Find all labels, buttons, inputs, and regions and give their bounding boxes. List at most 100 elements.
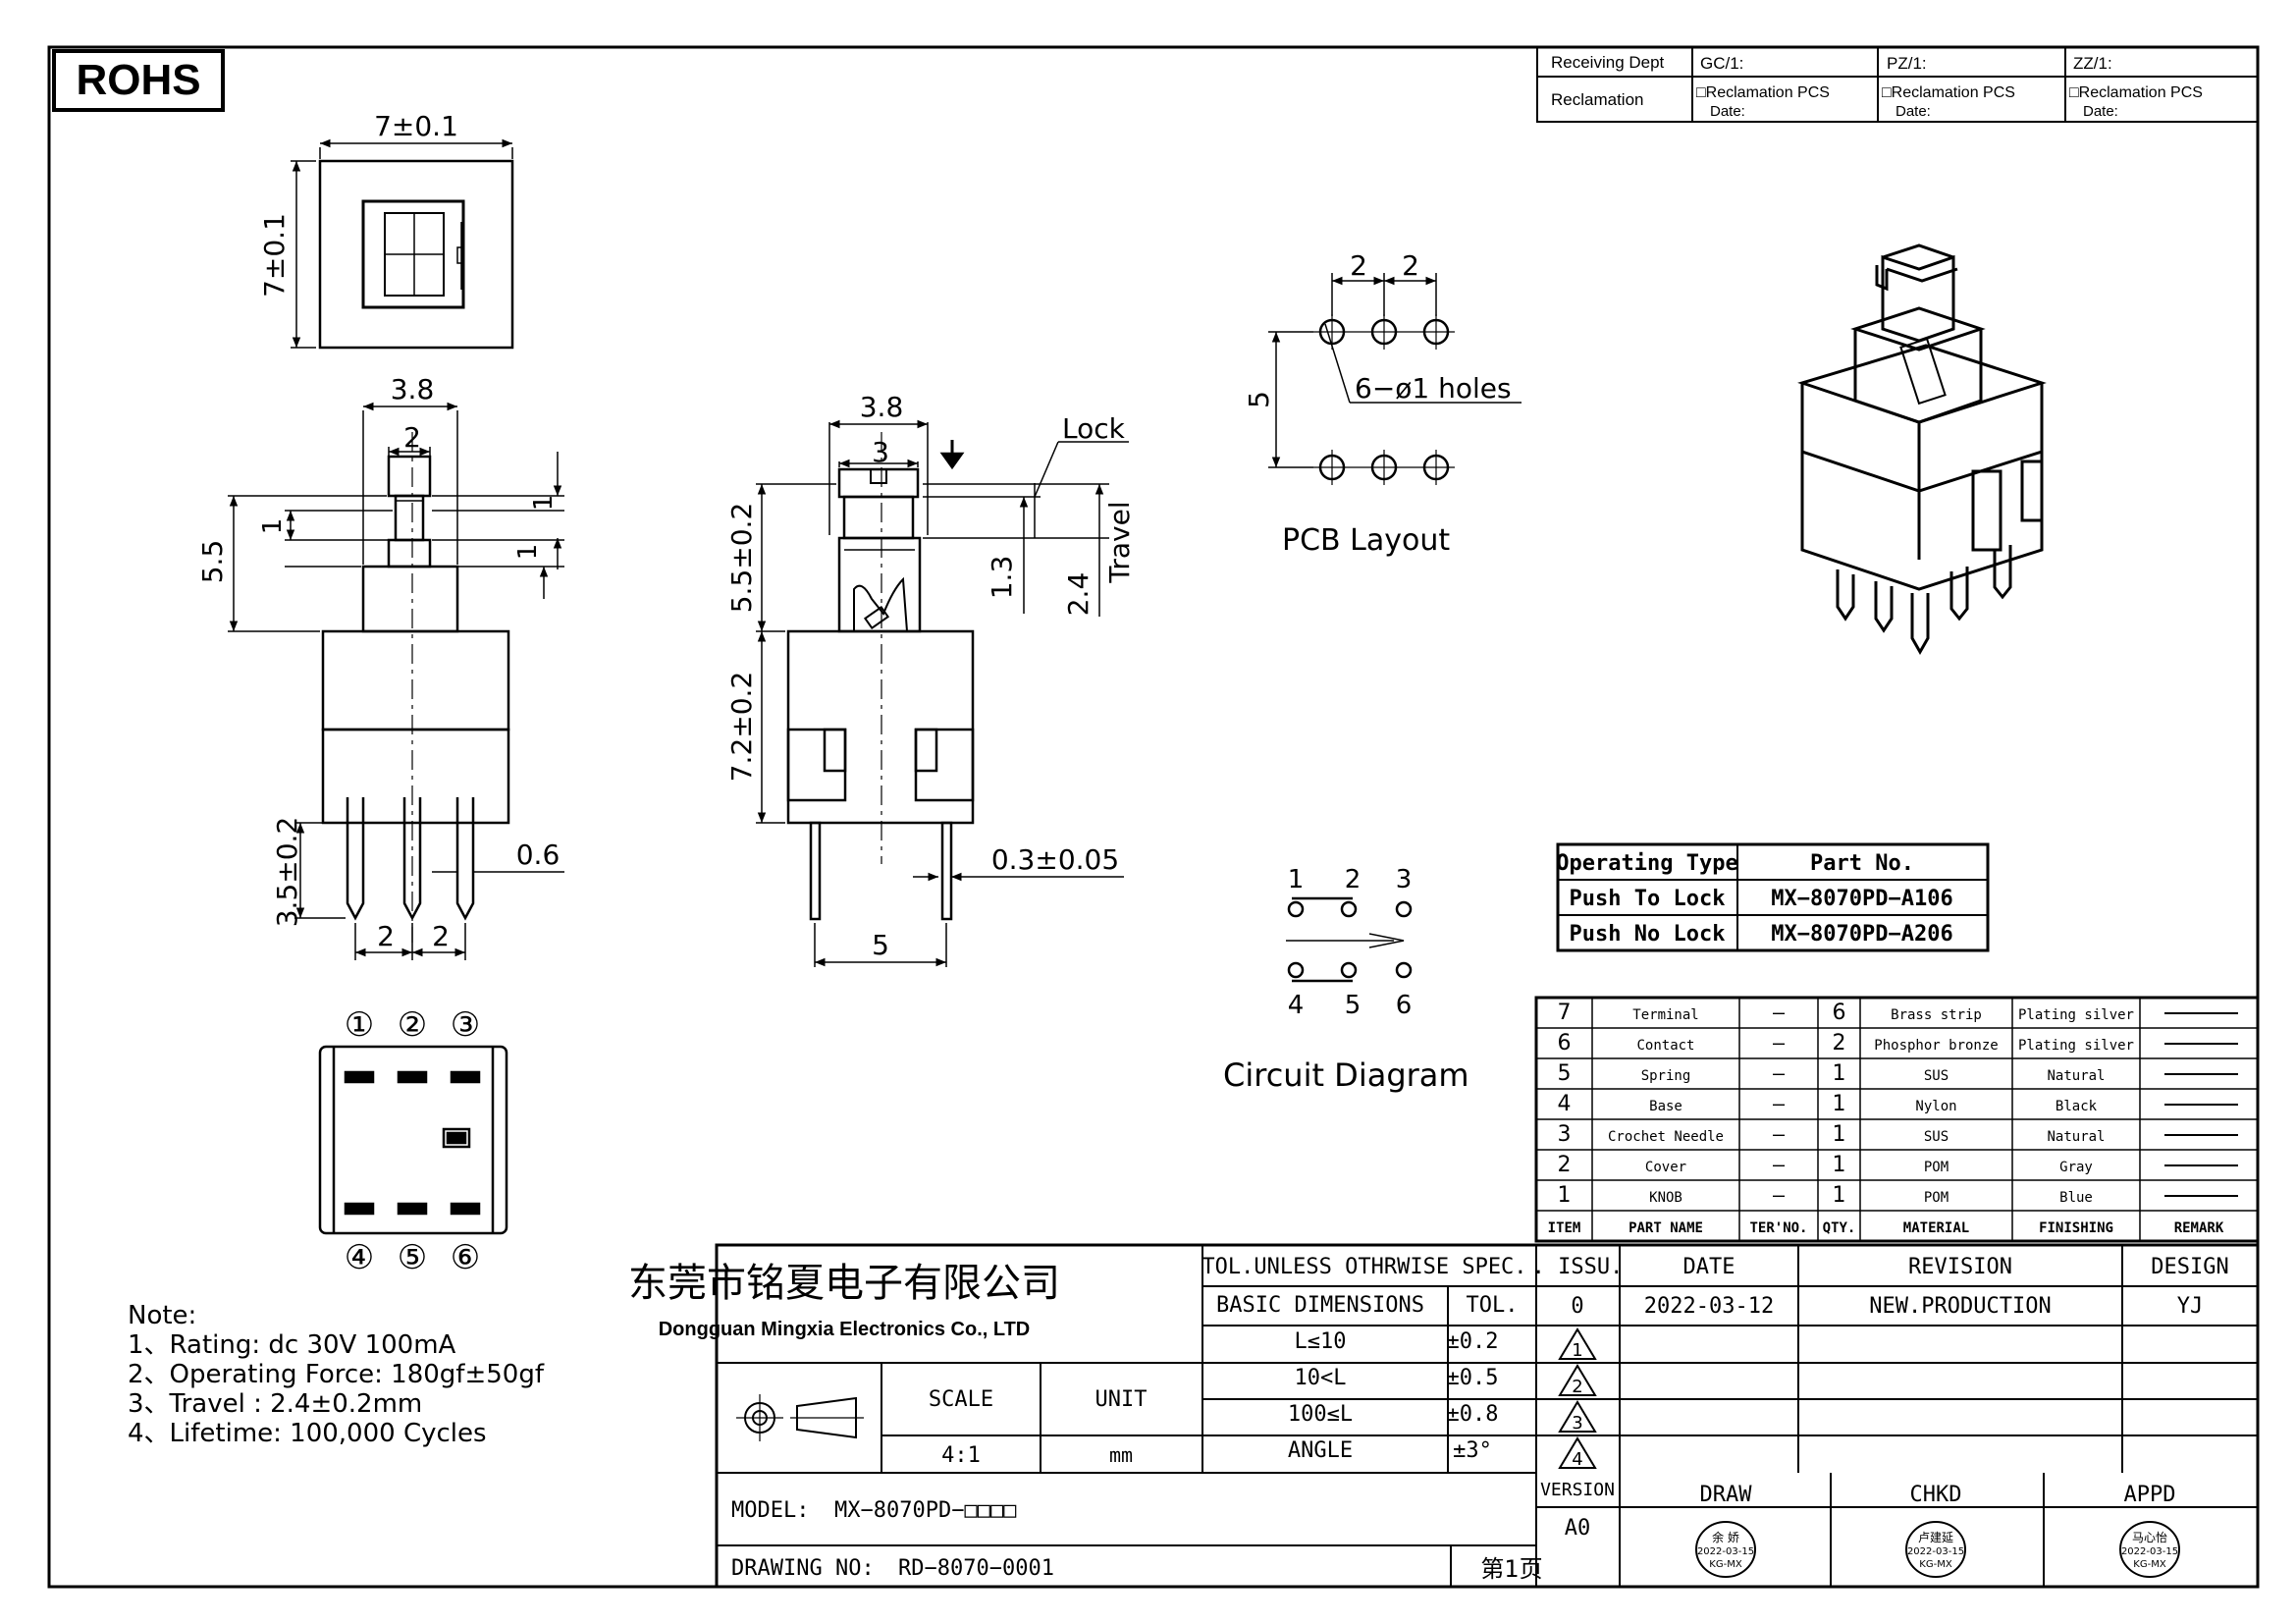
- bom-cell-mat: Phosphor bronze: [1874, 1038, 1998, 1054]
- svg-text:mm: mm: [1109, 1443, 1133, 1467]
- title-block: [715, 1243, 2260, 1589]
- bom-cell-mat: SUS: [1924, 1068, 1949, 1084]
- svg-text:2: 2: [1350, 249, 1367, 282]
- svg-text:4:1: 4:1: [941, 1443, 981, 1468]
- svg-text:2: 2: [1572, 1377, 1582, 1397]
- svg-text:Push No Lock: Push No Lock: [1570, 922, 1726, 947]
- svg-text:L≤10: L≤10: [1295, 1329, 1347, 1354]
- bom-cell-mat: POM: [1924, 1190, 1949, 1206]
- bom-cell-mat: Brass strip: [1891, 1007, 1982, 1023]
- bom-header: REMARK: [2174, 1220, 2224, 1236]
- svg-text:KG-MX: KG-MX: [2133, 1559, 2166, 1570]
- svg-text:Part No.: Part No.: [1810, 851, 1914, 876]
- bom-cell-no: —: [1773, 1092, 1786, 1115]
- svg-text:0.3±0.05: 0.3±0.05: [991, 843, 1119, 876]
- svg-text:1: 1: [1288, 865, 1305, 894]
- svg-text:马心怡: 马心怡: [2132, 1531, 2167, 1544]
- svg-text:GC/1:: GC/1:: [1700, 54, 1743, 73]
- svg-text:2: 2: [377, 920, 395, 952]
- bom-cell-mat: SUS: [1924, 1129, 1949, 1145]
- bom-cell-fin: Gray: [2059, 1160, 2093, 1175]
- svg-text:TOL.: TOL.: [1467, 1293, 1519, 1318]
- receiving-dept-label: Receiving Dept: [1551, 53, 1665, 72]
- part-number-table: Operating Type Part No. Push To Lock MX−…: [1556, 842, 1990, 952]
- bom-cell-no: —: [1773, 1061, 1786, 1085]
- svg-text:3.8: 3.8: [860, 391, 904, 423]
- bom-header: ITEM: [1548, 1220, 1581, 1236]
- bottom-view: [318, 1045, 508, 1235]
- bom-cell-qty: 1: [1833, 1183, 1846, 1208]
- svg-text:DRAW: DRAW: [1700, 1483, 1753, 1507]
- svg-text:④: ④: [345, 1238, 374, 1277]
- bom-cell-name: Terminal: [1632, 1007, 1698, 1023]
- svg-text:DESIGN: DESIGN: [2151, 1255, 2228, 1279]
- svg-text:DRAWING NO:: DRAWING NO:: [731, 1556, 875, 1581]
- svg-text:PZ/1:: PZ/1:: [1887, 54, 1927, 73]
- circuit-pin-labels: 1 2 3 4 5 6: [1288, 865, 1413, 1020]
- svg-text:KG-MX: KG-MX: [1709, 1559, 1742, 1570]
- svg-text:±0.2: ±0.2: [1447, 1329, 1499, 1354]
- notes: Note: 1、Rating: dc 30V 100mA 2、Operating…: [128, 1301, 545, 1448]
- svg-text:2: 2: [1402, 249, 1419, 282]
- svg-text:DATE: DATE: [1683, 1255, 1735, 1279]
- title-block-text: 东莞市铭夏电子有限公司 Dongguan Mingxia Electronics…: [628, 1255, 2229, 1583]
- bom-header: MATERIAL: [1903, 1220, 1969, 1236]
- bom-cell-item: 4: [1558, 1092, 1572, 1116]
- svg-text:3.5±0.2: 3.5±0.2: [271, 817, 303, 928]
- svg-text:①: ①: [345, 1005, 374, 1045]
- bom-cell-name: Base: [1649, 1099, 1682, 1114]
- svg-text:KG-MX: KG-MX: [1919, 1559, 1952, 1570]
- bom-cell-item: 2: [1558, 1153, 1572, 1177]
- dim-front-3.8: 3.8: [391, 373, 435, 406]
- svg-text:TOL.UNLESS OTHRWISE SPEC.: TOL.UNLESS OTHRWISE SPEC.: [1201, 1255, 1526, 1279]
- svg-text:NEW.PRODUCTION: NEW.PRODUCTION: [1869, 1294, 2051, 1319]
- bom-cell-item: 6: [1558, 1031, 1572, 1056]
- svg-text:100≤L: 100≤L: [1288, 1402, 1353, 1427]
- pcb-layout: [1268, 273, 1522, 485]
- svg-text:5: 5: [1243, 391, 1275, 408]
- svg-text:5: 5: [1345, 991, 1362, 1020]
- svg-text:4: 4: [1572, 1449, 1582, 1470]
- svg-text:卢建延: 卢建延: [1918, 1530, 1953, 1544]
- svg-text:Operating Type: Operating Type: [1556, 851, 1737, 876]
- bom-cell-name: Contact: [1636, 1038, 1694, 1054]
- pin-numbers: ① ② ③ ④ ⑤ ⑥: [345, 1005, 480, 1277]
- svg-text:BASIC DIMENSIONS: BASIC DIMENSIONS: [1216, 1293, 1424, 1318]
- front-view: [228, 402, 564, 960]
- svg-text:±3°: ±3°: [1453, 1438, 1492, 1463]
- bom-cell-fin: Plating silver: [2018, 1007, 2134, 1023]
- svg-text:. ISSU.: . ISSU.: [1532, 1255, 1624, 1279]
- bom-cell-fin: Plating silver: [2018, 1038, 2134, 1054]
- bom-cell-qty: 1: [1833, 1092, 1846, 1116]
- svg-text:4、Lifetime: 100,000 Cycles: 4、Lifetime: 100,000 Cycles: [128, 1419, 487, 1448]
- svg-text:1.3: 1.3: [986, 556, 1018, 600]
- bom-cell-item: 5: [1558, 1061, 1572, 1086]
- svg-text:1: 1: [258, 518, 288, 535]
- bom-header: QTY.: [1823, 1220, 1856, 1236]
- holes-label: 6−ø1 holes: [1355, 372, 1512, 405]
- bom-cell-name: Spring: [1641, 1068, 1691, 1084]
- svg-text:③: ③: [451, 1005, 480, 1045]
- svg-text:□Reclamation PCS: □Reclamation PCS: [1696, 84, 1830, 101]
- bom-cell-item: 3: [1558, 1122, 1572, 1147]
- bom-cell-qty: 1: [1833, 1061, 1846, 1086]
- bom-header: PART NAME: [1629, 1220, 1703, 1236]
- bom-cell-fin: Black: [2056, 1099, 2098, 1114]
- svg-text:±0.5: ±0.5: [1447, 1366, 1499, 1390]
- svg-text:±0.8: ±0.8: [1447, 1402, 1499, 1427]
- svg-text:MODEL:: MODEL:: [731, 1498, 809, 1523]
- svg-text:Reclamation: Reclamation: [1551, 90, 1644, 109]
- svg-text:3、Travel : 2.4±0.2mm: 3、Travel : 2.4±0.2mm: [128, 1389, 422, 1419]
- bom-cell-qty: 1: [1833, 1153, 1846, 1177]
- svg-text:2022-03-12: 2022-03-12: [1644, 1294, 1774, 1319]
- svg-text:ANGLE: ANGLE: [1288, 1438, 1353, 1463]
- bom-cell-mat: Nylon: [1915, 1099, 1956, 1114]
- isometric-view: [1797, 244, 2047, 656]
- svg-text:3: 3: [872, 436, 889, 468]
- svg-text:CHKD: CHKD: [1910, 1483, 1962, 1507]
- bom-cell-no: —: [1773, 1153, 1786, 1176]
- bom-header: FINISHING: [2039, 1220, 2113, 1236]
- svg-text:1、Rating: dc 30V 100mA: 1、Rating: dc 30V 100mA: [128, 1330, 456, 1360]
- company-name-en: Dongguan Mingxia Electronics Co., LTD: [659, 1319, 1031, 1340]
